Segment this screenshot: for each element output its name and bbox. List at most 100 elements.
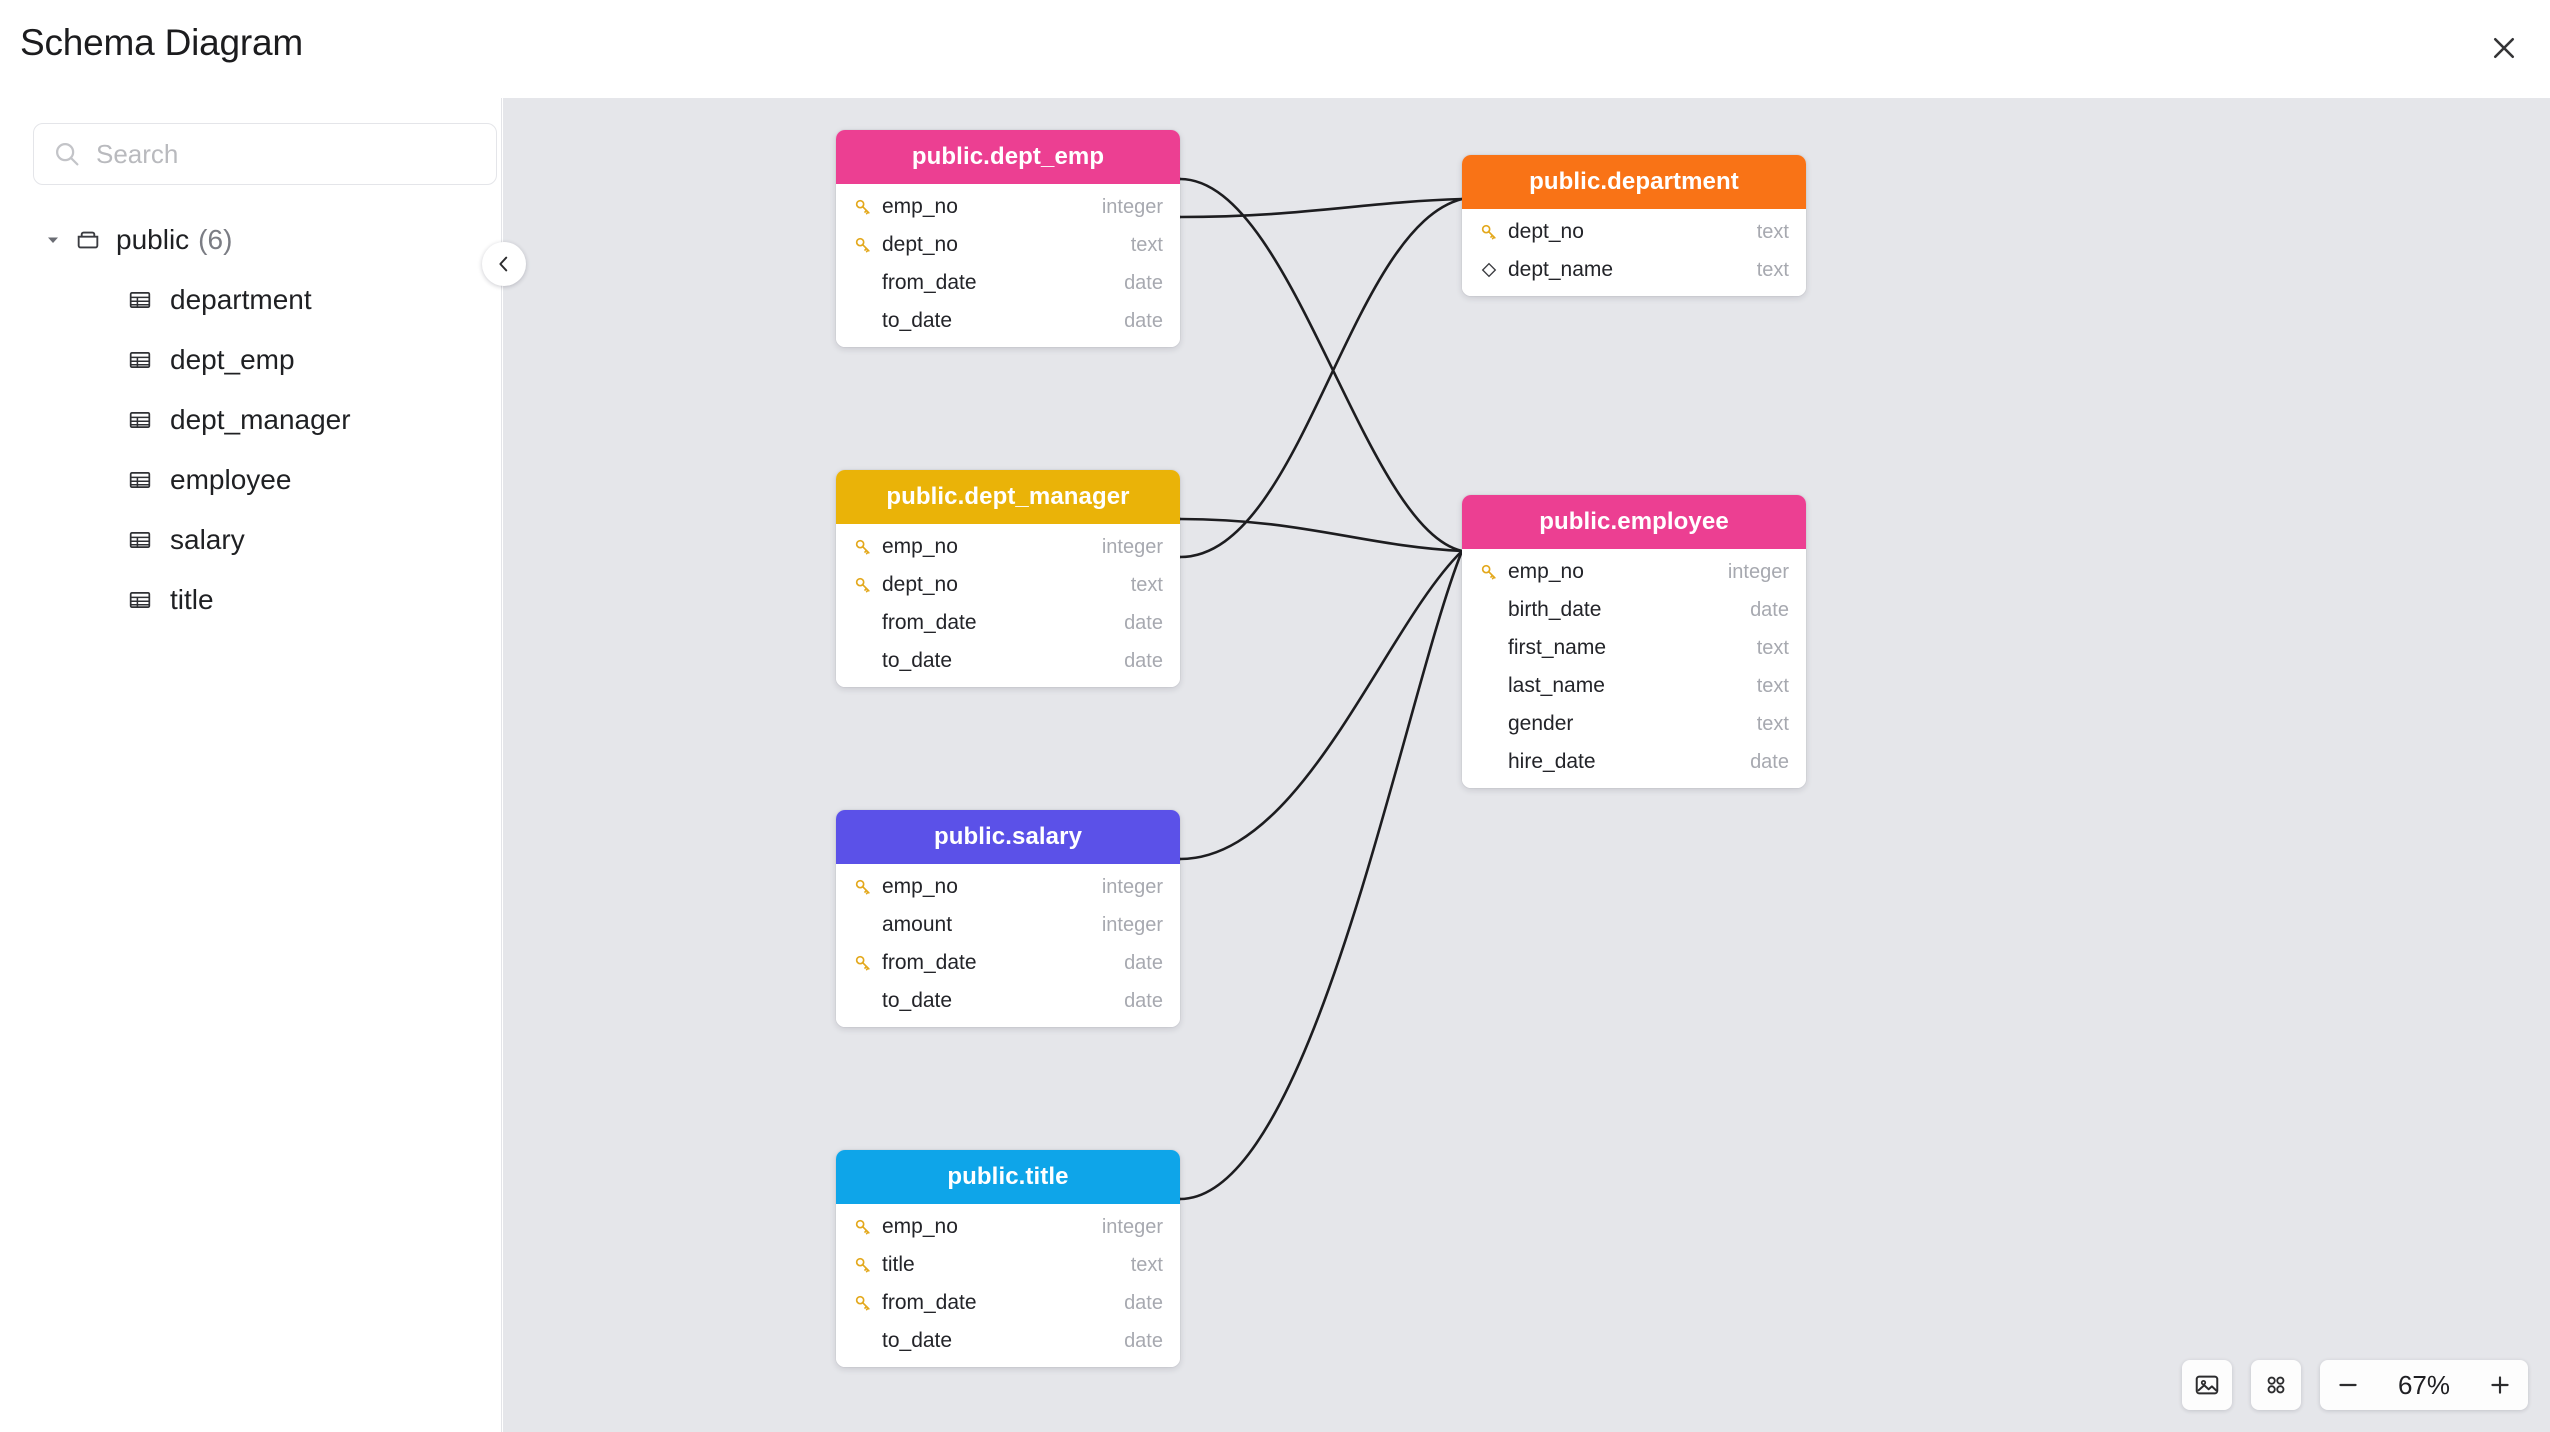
primary-key-marker — [852, 877, 874, 897]
minus-icon — [2339, 1383, 2357, 1387]
table-node-title: public.department — [1529, 168, 1739, 195]
primary-key-marker — [852, 953, 874, 973]
sidebar-table-label: title — [170, 584, 214, 615]
table-node-title: public.employee — [1539, 508, 1729, 535]
search-input[interactable] — [96, 138, 478, 170]
sidebar-table-label: department — [170, 284, 312, 315]
primary-key-marker — [1478, 562, 1500, 582]
sidebar-table-item[interactable]: employee — [0, 450, 502, 510]
table-column-row[interactable]: emp_no integer — [1462, 553, 1806, 591]
table-node-header[interactable]: public.department — [1462, 155, 1806, 209]
plus-icon — [2491, 1376, 2509, 1394]
column-type: date — [1124, 611, 1163, 634]
primary-key-marker — [852, 197, 874, 217]
edge-title-employee — [1157, 550, 1464, 1213]
column-type: text — [1756, 258, 1789, 281]
table-node-header[interactable]: public.salary — [836, 810, 1180, 864]
table-node-header[interactable]: public.employee — [1462, 495, 1806, 549]
chevron-left-icon — [499, 256, 508, 272]
column-type: integer — [1101, 195, 1163, 218]
primary-key-marker — [852, 1293, 874, 1313]
sidebar-table-item[interactable]: salary — [0, 510, 502, 570]
column-name: emp_no — [1508, 560, 1584, 583]
edge-dept_emp-employee — [1157, 165, 1463, 553]
column-type: date — [1750, 750, 1789, 773]
column-type: date — [1124, 1329, 1163, 1352]
sidebar-table-item[interactable]: title — [0, 570, 502, 630]
chevron-down-icon[interactable] — [42, 232, 64, 248]
primary-key-marker — [852, 537, 874, 557]
grid-layout-icon — [2267, 1376, 2285, 1394]
table-column-row[interactable]: dept_name text — [1462, 251, 1806, 289]
zoom-in-button[interactable] — [2472, 1360, 2528, 1410]
column-name: dept_name — [1508, 258, 1614, 281]
search-box[interactable] — [33, 123, 497, 185]
sidebar-table-label: dept_emp — [170, 344, 295, 375]
sidebar-table-item[interactable]: department — [0, 270, 502, 330]
sidebar-table-item[interactable]: dept_emp — [0, 330, 502, 390]
table-node-header[interactable]: public.title — [836, 1150, 1180, 1204]
column-type: text — [1756, 674, 1789, 697]
column-type: text — [1756, 712, 1789, 735]
table-node-title: public.dept_manager — [886, 483, 1130, 510]
column-name: from_date — [882, 951, 977, 974]
primary-key-icon — [855, 539, 870, 555]
canvas-toolbar: 67% — [2182, 1360, 2528, 1410]
image-icon — [2195, 1375, 2219, 1395]
primary-key-icon — [855, 1257, 870, 1273]
column-name: to_date — [882, 309, 953, 332]
sidebar-table-label: salary — [170, 524, 245, 555]
tree-node-public[interactable]: public (6) — [0, 210, 502, 270]
auto-layout-button[interactable] — [2251, 1360, 2301, 1410]
primary-key-icon — [855, 237, 870, 253]
table-column-row[interactable]: gender text — [1462, 705, 1806, 743]
sidebar-table-item[interactable]: dept_manager — [0, 390, 502, 450]
table-node-header[interactable]: public.dept_emp — [836, 130, 1180, 184]
column-name: dept_no — [882, 233, 958, 256]
zoom-out-button[interactable] — [2320, 1360, 2376, 1410]
table-column-row[interactable]: dept_no text — [836, 226, 1180, 264]
column-type: date — [1124, 989, 1163, 1012]
column-name: gender — [1508, 712, 1574, 735]
close-button[interactable] — [2478, 22, 2530, 74]
column-type: integer — [1727, 560, 1789, 583]
collapse-sidebar-button[interactable] — [482, 242, 526, 286]
schema-table-list: department dept_emp dept_manager employe… — [0, 270, 502, 630]
edge-salary-employee — [1157, 550, 1463, 873]
column-type: text — [1130, 233, 1163, 256]
zoom-level-label[interactable]: 67% — [2397, 1369, 2451, 1400]
export-image-button[interactable] — [2182, 1360, 2232, 1410]
column-name: birth_date — [1508, 598, 1602, 621]
table-node-header[interactable]: public.dept_manager — [836, 470, 1180, 524]
column-type: text — [1756, 220, 1789, 243]
